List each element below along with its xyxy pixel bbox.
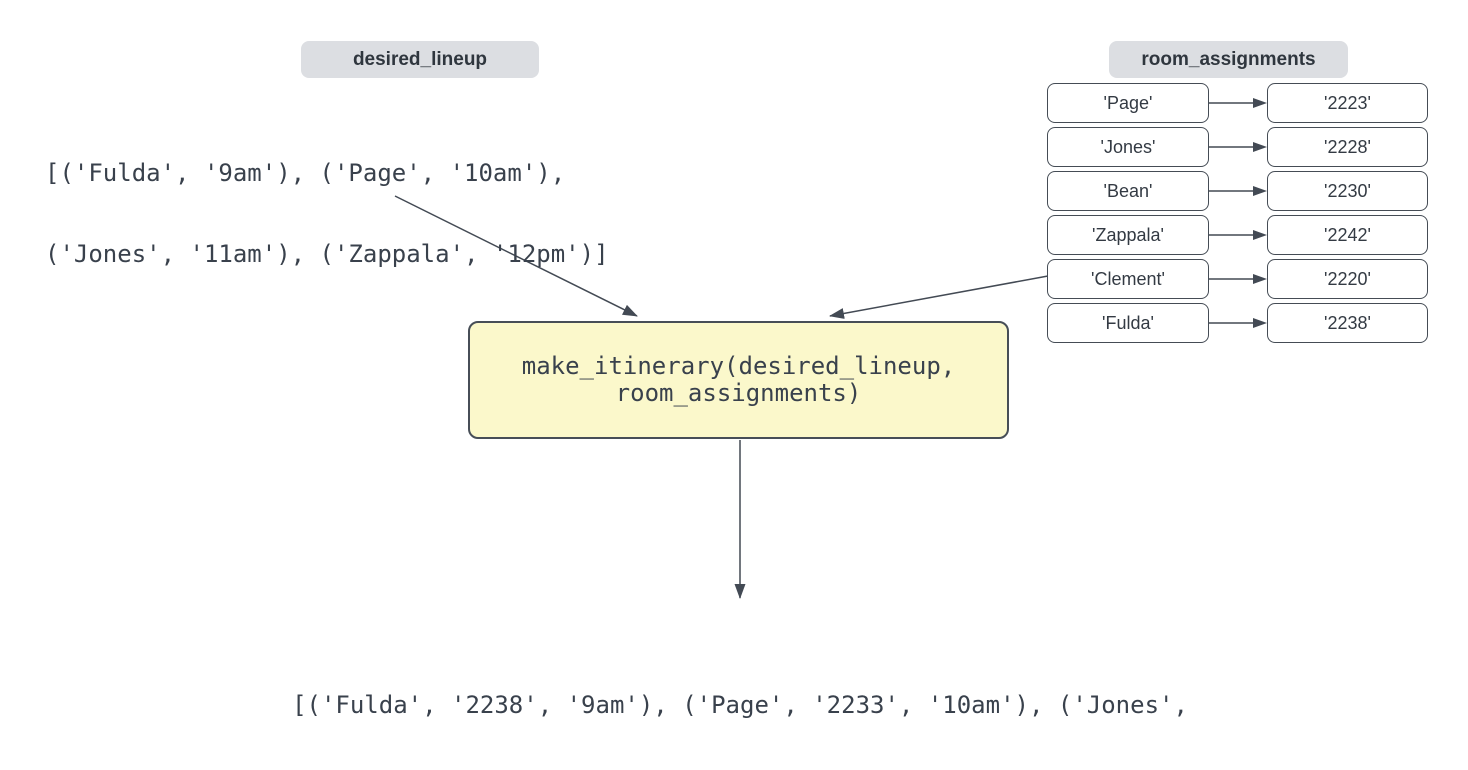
room-value-node: '2223' [1267,83,1428,123]
function-output-value: [('Fulda', '2238', '9am'), ('Page', '223… [184,638,1296,770]
room-key-node: 'Fulda' [1047,303,1209,343]
mapping-arrow-icon [1209,318,1267,328]
function-output-line1: [('Fulda', '2238', '9am'), ('Page', '223… [292,691,1188,719]
mapping-arrow-icon [1209,230,1267,240]
room-value-node: '2238' [1267,303,1428,343]
input-arrow-room-assignments [829,275,1049,319]
desired-lineup-label: desired_lineup [301,41,539,78]
mapping-arrow-icon [1209,274,1267,284]
room-key-node: 'Clement' [1047,259,1209,299]
room-key-node: 'Zappala' [1047,215,1209,255]
table-row: 'Zappala' '2242' [1047,215,1428,255]
room-value-node: '2230' [1267,171,1428,211]
mapping-arrow-icon [1209,186,1267,196]
table-row: 'Fulda' '2238' [1047,303,1428,343]
room-value-node: '2228' [1267,127,1428,167]
room-key-node: 'Jones' [1047,127,1209,167]
room-key-node: 'Bean' [1047,171,1209,211]
function-call-node: make_itinerary(desired_lineup, room_assi… [468,321,1009,439]
function-call-line2: room_assignments) [615,379,862,407]
function-call-line1: make_itinerary(desired_lineup, [521,352,956,380]
room-value-node: '2242' [1267,215,1428,255]
desired-lineup-value-line2: ('Jones', '11am'), ('Zappala', '12pm')] [45,240,609,268]
table-row: 'Bean' '2230' [1047,171,1428,211]
table-row: 'Page' '2223' [1047,83,1428,123]
table-row: 'Jones' '2228' [1047,127,1428,167]
room-value-node: '2220' [1267,259,1428,299]
desired-lineup-value: [('Fulda', '9am'), ('Page', '10am'), ('J… [45,106,609,322]
mapping-arrow-icon [1209,142,1267,152]
room-assignments-table: 'Page' '2223' 'Jones' '2228' 'Bean' '223… [1047,83,1428,347]
table-row: 'Clement' '2220' [1047,259,1428,299]
mapping-arrow-icon [1209,98,1267,108]
room-key-node: 'Page' [1047,83,1209,123]
desired-lineup-value-line1: [('Fulda', '9am'), ('Page', '10am'), [45,159,566,187]
room-assignments-label: room_assignments [1109,41,1348,78]
